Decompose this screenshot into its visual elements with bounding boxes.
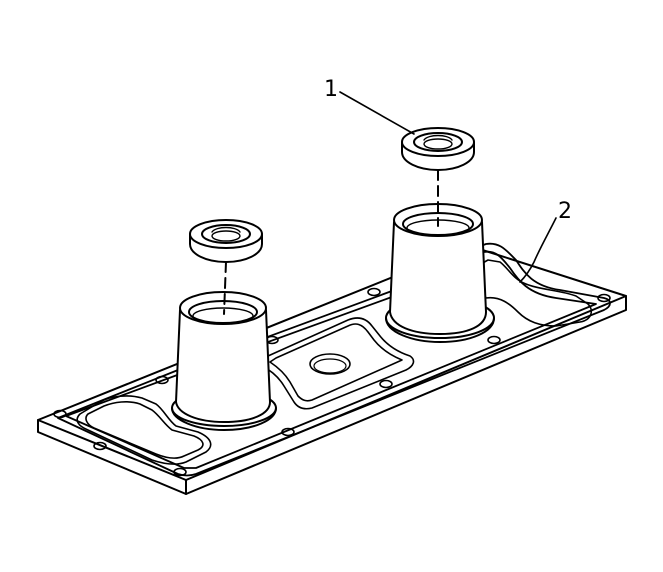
left-seal [189, 219, 263, 263]
left-tube [171, 291, 277, 431]
callout-2: 2 [558, 199, 572, 224]
right-seal [401, 127, 475, 171]
bolt-holes [53, 287, 611, 477]
gasket-right-window [475, 259, 593, 327]
callout-1: 1 [324, 77, 338, 102]
right-tube [385, 203, 495, 343]
callout-leaders [339, 91, 557, 283]
alignment-lines [223, 169, 439, 315]
gasket-left-window [76, 395, 212, 465]
